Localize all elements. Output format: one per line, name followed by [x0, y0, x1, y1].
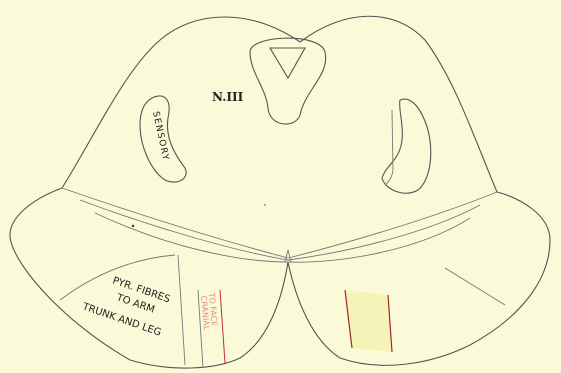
basis-inner-curve-2: [80, 200, 480, 260]
aqueduct-triangle: [270, 48, 305, 78]
right-divider-1: [445, 268, 505, 305]
left-divider-2: [178, 255, 185, 365]
left-red-line: [220, 290, 225, 363]
aqueduct-outline: [250, 38, 326, 124]
red-label-line2: CRANIAL: [199, 295, 211, 331]
sensory-label: SENSORY: [150, 111, 170, 162]
right-sensory-inner: [385, 110, 393, 185]
pale-band: [345, 290, 392, 352]
basis-inner-curve-1: [62, 188, 497, 258]
peduncles-outline: [10, 188, 550, 368]
nerve-label: N.III: [212, 90, 244, 104]
dot: [264, 204, 266, 206]
dot: [132, 225, 134, 227]
basis-inner-curve-3: [95, 213, 470, 262]
right-sensory-outline: [382, 99, 431, 193]
tegmentum-outline: [62, 16, 497, 192]
